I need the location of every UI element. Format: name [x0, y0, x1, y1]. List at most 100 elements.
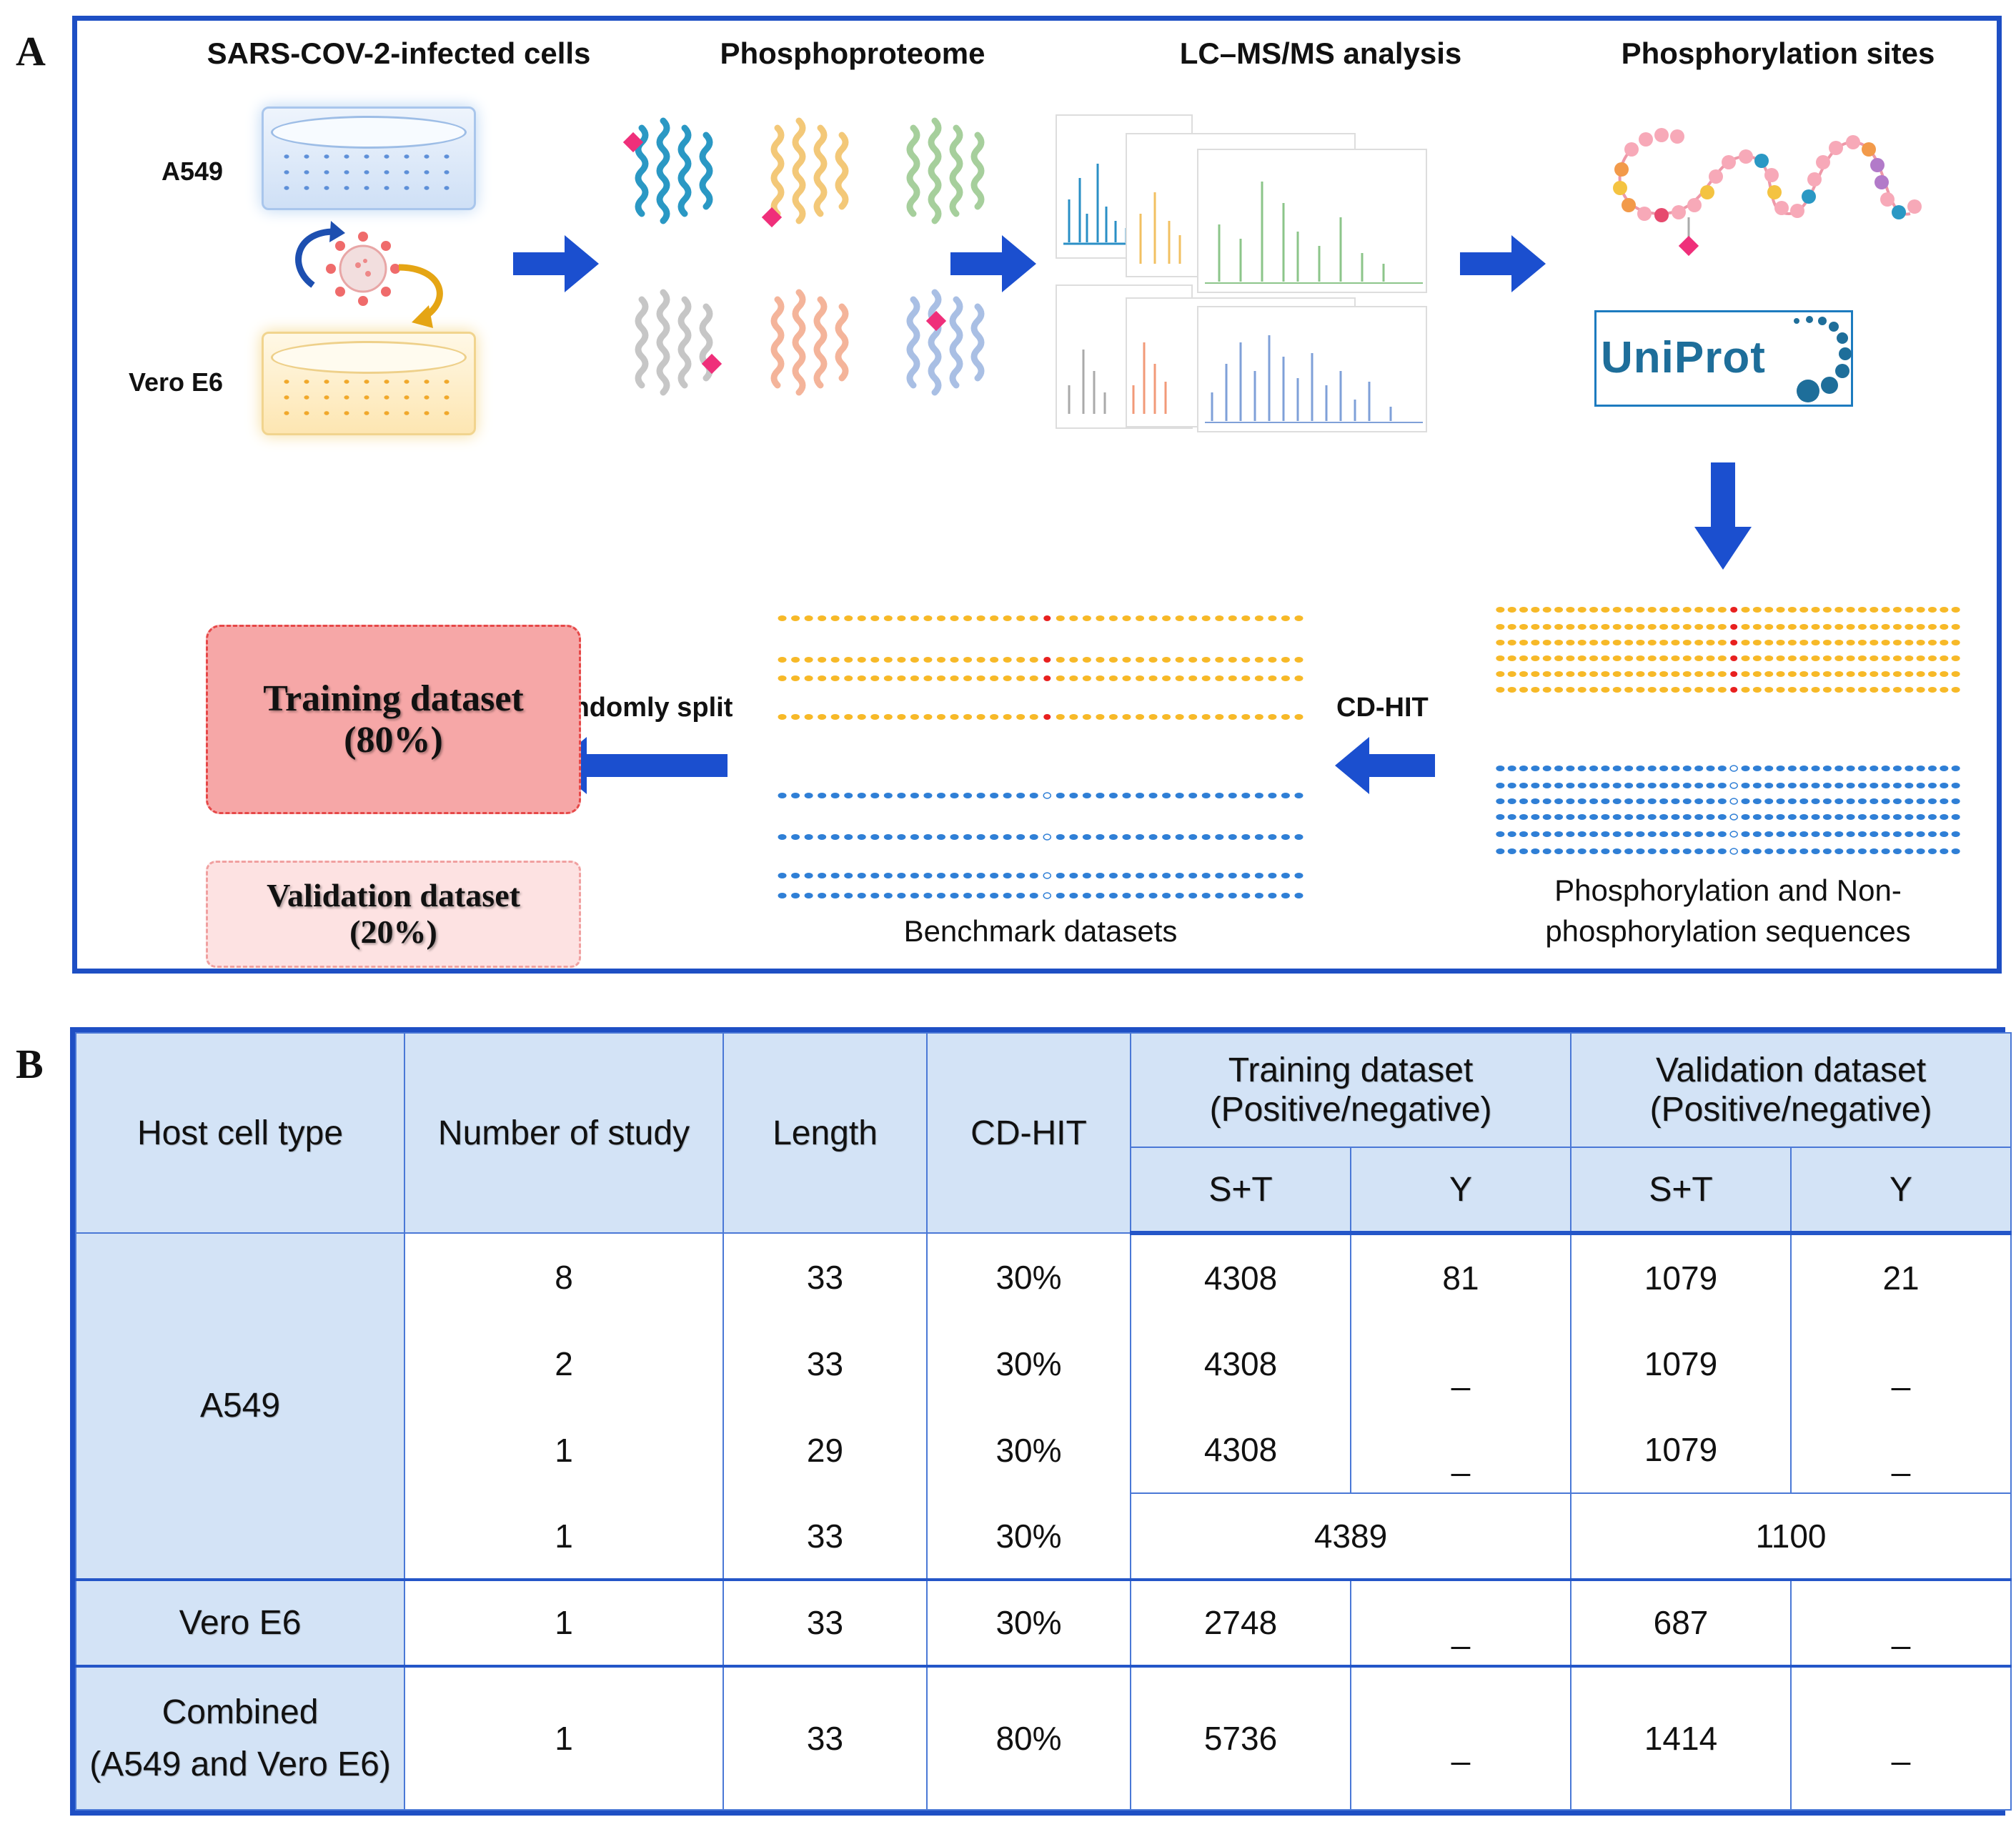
dataset-summary-table: Host cell type Number of study Length CD… [75, 1032, 2012, 1811]
header-number-of-study: Number of study [404, 1032, 724, 1234]
spectrum-chart-icon [1056, 114, 1427, 432]
mass-spectra-illustration [1055, 114, 1455, 435]
cell-train-st: 4308 [1130, 1232, 1351, 1321]
stage-title-phosphoproteome: Phosphoproteome [720, 36, 985, 70]
cell-val-total: 1100 [1570, 1492, 2012, 1581]
empty-value-dash: _ [1892, 1440, 1910, 1477]
arrow-right-icon [1460, 235, 1546, 292]
cell-train-y: _ [1349, 1320, 1572, 1407]
cell-train-y: _ [1349, 1578, 1572, 1668]
empty-value-dash: _ [1451, 1354, 1470, 1392]
cell-train-st: 4308 [1130, 1407, 1351, 1495]
uniprot-logo-text: UniProt [1601, 333, 1766, 382]
training-dataset-percent: (80%) [344, 719, 443, 761]
cell-length: 33 [723, 1320, 928, 1407]
stage-title-lcms: LC–MS/MS analysis [1179, 36, 1462, 70]
protein-structure-icon [906, 289, 985, 396]
protein-structure-icon [635, 289, 723, 396]
sequence-rows-icon [1496, 607, 1960, 855]
cell-line-label-a549: A549 [162, 157, 224, 186]
benchmark-caption: Benchmark datasets [903, 914, 1178, 948]
cell-length: 29 [723, 1407, 928, 1494]
cell-study: 8 [404, 1232, 724, 1321]
a549-culture-dish [262, 107, 476, 210]
uniprot-logo: UniProt [1594, 310, 1853, 407]
table-row: Vero E6 1 33 30% 2748 _ 687 _ [75, 1578, 2012, 1668]
sequences-caption-line2: phosphorylation sequences [1545, 914, 1911, 948]
cell-study: 1 [404, 1407, 724, 1494]
cell-length: 33 [723, 1665, 928, 1811]
host-cell-combined: Combined (A549 and Vero E6) [75, 1665, 405, 1811]
header-training-st: S+T [1130, 1147, 1351, 1235]
stage-title-infected-cells: SARS-COV-2-infected cells [207, 36, 591, 70]
arrow-left-icon [1335, 737, 1435, 794]
empty-value-dash: _ [1451, 1728, 1470, 1766]
cell-train-st: 5736 [1130, 1665, 1351, 1811]
cell-cdhit: 80% [926, 1665, 1131, 1811]
header-training-y: Y [1349, 1147, 1572, 1235]
cell-cdhit: 30% [926, 1407, 1131, 1494]
host-combined-line2: (A549 and Vero E6) [89, 1745, 391, 1783]
header-validation-y: Y [1790, 1147, 2012, 1235]
panel-b-letter: B [16, 1041, 44, 1087]
cell-study: 1 [404, 1493, 724, 1581]
header-host-cell-type: Host cell type [75, 1032, 405, 1234]
protein-structure-icon [906, 117, 985, 224]
validation-dataset-percent: (20%) [349, 913, 437, 950]
cell-train-y: _ [1349, 1407, 1572, 1495]
empty-value-dash: _ [1451, 1440, 1470, 1477]
cell-val-y: _ [1790, 1665, 2012, 1811]
header-validation-dataset: Validation dataset (Positive/negative) [1570, 1032, 2012, 1148]
cell-length: 33 [723, 1232, 928, 1321]
protein-structure-icon [770, 289, 849, 396]
protein-structure-icon [761, 117, 849, 228]
cell-train-y: 81 [1349, 1232, 1572, 1321]
panel-b-dataset-table: Host cell type Number of study Length CD… [70, 1027, 2012, 1816]
sequence-rows-icon [778, 615, 1304, 899]
table-row: 1 33 30% 4389 1100 [76, 1492, 2012, 1581]
cell-val-st: 1414 [1570, 1665, 1792, 1811]
empty-value-dash: _ [1451, 1613, 1470, 1650]
header-validation-title: Validation dataset [1656, 1051, 1927, 1089]
stage-title-phosphorylation-sites: Phosphorylation sites [1621, 36, 1935, 70]
cell-length: 33 [723, 1493, 928, 1581]
cell-val-st: 1079 [1570, 1320, 1792, 1407]
arrow-right-icon [513, 235, 599, 292]
cell-study: 1 [404, 1665, 724, 1811]
cell-length: 33 [723, 1578, 928, 1668]
cell-cdhit: 30% [926, 1320, 1131, 1407]
cell-val-st: 687 [1570, 1578, 1792, 1668]
empty-value-dash: _ [1892, 1613, 1910, 1650]
cell-train-st: 2748 [1130, 1578, 1351, 1668]
infection-arrow-blue-icon [295, 221, 345, 288]
cell-val-y: _ [1790, 1320, 2012, 1407]
peptide-chain-icon [1613, 128, 1922, 257]
cell-train-st: 4308 [1130, 1320, 1351, 1407]
phosphoproteome-illustration [620, 114, 1021, 435]
validation-dataset-box: Validation dataset (20%) [206, 861, 581, 968]
header-training-sub: (Positive/negative) [1209, 1091, 1492, 1129]
vero-culture-dish [262, 332, 476, 435]
protein-structure-icon [622, 117, 713, 224]
cell-val-st: 1079 [1570, 1407, 1792, 1495]
training-dataset-box: Training dataset (80%) [206, 625, 581, 814]
benchmark-sequence-illustration [769, 600, 1312, 914]
arrow-right-icon [950, 235, 1036, 292]
uniprot-dots-icon [1794, 316, 1852, 402]
virus-icon [326, 232, 400, 306]
cell-cdhit: 30% [926, 1232, 1131, 1321]
host-cell-a549: A549 [75, 1232, 405, 1581]
panel-a-letter: A [16, 28, 46, 74]
training-dataset-title: Training dataset [263, 678, 524, 720]
table-row: Combined (A549 and Vero E6) 1 33 80% 573… [75, 1665, 2012, 1811]
cell-study: 2 [404, 1320, 724, 1407]
cell-val-y: 21 [1790, 1232, 2012, 1321]
cell-val-st: 1079 [1570, 1232, 1792, 1321]
cdhit-step-label: CD-HIT [1336, 693, 1429, 723]
table-row: A549 8 33 30% 4308 81 1079 21 [75, 1232, 2012, 1581]
empty-value-dash: _ [1892, 1728, 1910, 1766]
table-row: 1 29 30% 4308 _ 1079 _ [76, 1407, 2012, 1495]
infection-arrow-yellow-icon [398, 264, 443, 328]
sequence-set-illustration [1489, 607, 1967, 857]
sequences-caption-line1: Phosphorylation and Non- [1554, 873, 1902, 907]
